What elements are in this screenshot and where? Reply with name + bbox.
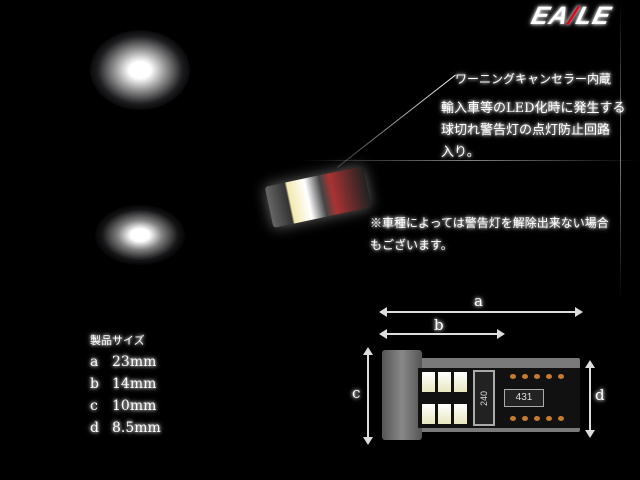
dimension-label-a: a	[474, 292, 483, 310]
led-chip	[454, 404, 467, 424]
size-key: d	[90, 420, 99, 436]
feature-line: 入り。	[441, 145, 480, 160]
size-key: c	[90, 398, 98, 414]
led-chip	[422, 404, 435, 424]
bulb-photo	[264, 166, 372, 228]
dimension-arrow-a	[379, 307, 583, 317]
dimension-arrow-b	[379, 329, 505, 339]
solder-pad	[510, 416, 516, 421]
solder-pad	[546, 416, 552, 421]
size-heading: 製品サイズ	[90, 334, 145, 347]
solder-pad	[522, 416, 528, 421]
size-key: b	[90, 376, 99, 392]
brand-logo: EA/LE	[528, 2, 615, 30]
bulb-base	[382, 350, 422, 440]
solder-pad	[510, 374, 516, 379]
led-chip	[438, 372, 451, 392]
size-list: 製品サイズ a 23mm b 14mm c 10mm d 8.5mm	[90, 333, 161, 439]
bulb-pcb	[418, 368, 580, 428]
size-key: a	[90, 354, 99, 370]
callout-line	[336, 74, 456, 168]
dimension-arrow-d	[585, 360, 595, 438]
feature-line: 球切れ警告灯の点灯防止回路	[441, 123, 611, 138]
solder-pad	[558, 374, 564, 379]
solder-pad	[522, 374, 528, 379]
size-value: 14mm	[112, 376, 157, 392]
dimension-label-b: b	[434, 316, 444, 334]
note-line: もございます。	[370, 238, 453, 252]
feature-line: 輸入車等のLED化時に発生する	[441, 101, 626, 116]
resistor-431: 431	[504, 389, 544, 407]
size-item: d 8.5mm	[90, 417, 161, 439]
feature-description: 輸入車等のLED化時に発生する 球切れ警告灯の点灯防止回路 入り。	[441, 98, 640, 164]
dimension-arrow-c	[363, 347, 373, 445]
dimension-label-d: d	[595, 386, 605, 404]
led-chip	[422, 372, 435, 392]
size-item: c 10mm	[90, 395, 161, 417]
led-chip	[438, 404, 451, 424]
size-item: a 23mm	[90, 351, 161, 373]
solder-pad	[534, 416, 540, 421]
size-value: 23mm	[112, 354, 157, 370]
solder-pad	[558, 416, 564, 421]
dimension-label-c: c	[352, 384, 361, 402]
solder-pad	[534, 374, 540, 379]
lens-flare	[300, 160, 640, 161]
size-value: 8.5mm	[112, 420, 161, 436]
led-glow-photo	[95, 205, 185, 265]
size-item: b 14mm	[90, 373, 161, 395]
note-line: ※車種によっては警告灯を解除出来ない場合	[370, 216, 609, 230]
led-glow-photo	[90, 30, 190, 110]
size-value: 10mm	[112, 398, 157, 414]
feature-title: ワーニングキャンセラー内蔵	[455, 72, 612, 86]
led-chip	[454, 372, 467, 392]
lens-flare	[620, 0, 621, 300]
resistor-240: 240	[473, 370, 495, 426]
caution-note: ※車種によっては警告灯を解除出来ない場合 もございます。	[370, 212, 640, 256]
solder-pad	[546, 374, 552, 379]
